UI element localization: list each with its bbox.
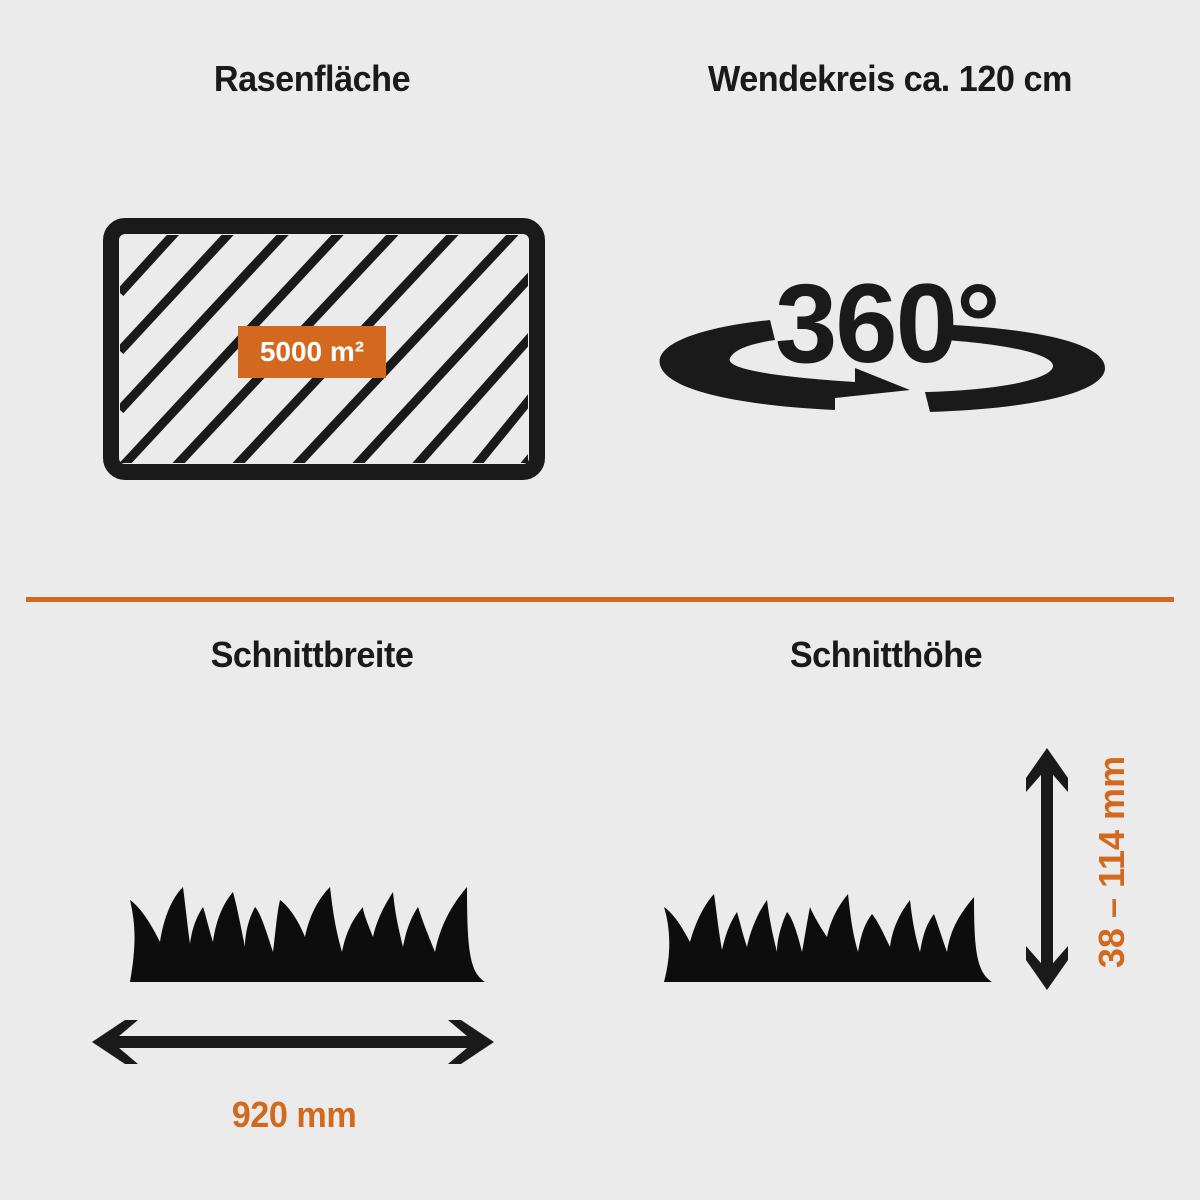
grass-icon <box>655 894 992 982</box>
lawn-area-title: Rasenfläche <box>213 58 411 99</box>
lawn-area-badge: 5000 m² <box>238 326 386 378</box>
horizontal-double-arrow-icon <box>92 1020 494 1064</box>
grass-icon <box>108 887 485 982</box>
vertical-double-arrow-icon <box>1026 748 1068 990</box>
turning-degrees: 360° <box>775 261 1001 386</box>
section-divider <box>26 597 1174 602</box>
cutting-width-value: 920 mm <box>231 1094 357 1135</box>
rotation-arrow-icon <box>659 320 1105 412</box>
turning-circle-title: Wendekreis ca. 120 cm <box>708 58 1072 99</box>
cutting-height-title: Schnitthöhe <box>789 634 983 675</box>
cutting-height-value: 38 – 114 mm <box>1091 755 1132 969</box>
cutting-width-title: Schnittbreite <box>210 634 414 675</box>
